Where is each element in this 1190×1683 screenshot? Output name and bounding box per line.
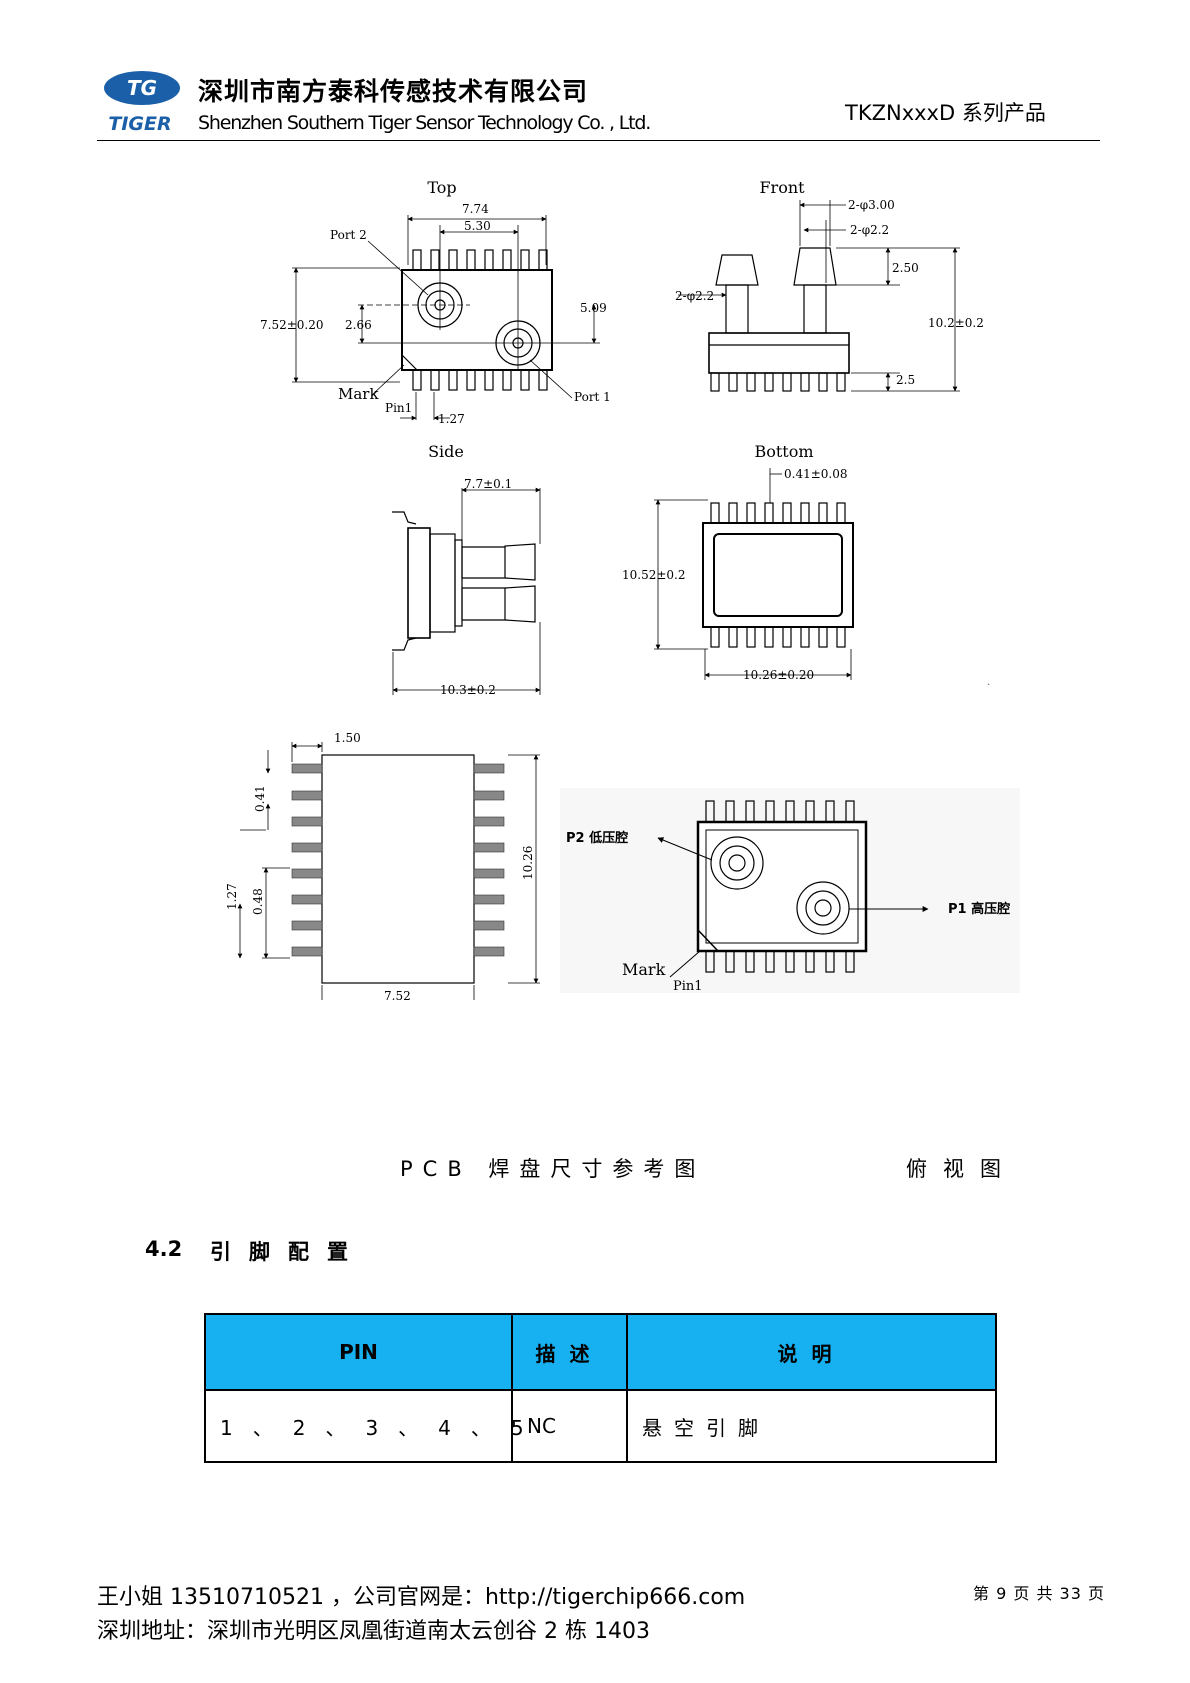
top-view-body xyxy=(401,269,553,371)
table-row: 1、2、3、4、5 NC 悬空引脚 xyxy=(204,1389,997,1463)
cell-name: NC xyxy=(511,1389,628,1463)
side-view-body xyxy=(407,527,431,639)
pcb-land-pattern: 1.50 0.41 1.27 0.48 10.26 7.52 xyxy=(225,731,540,1000)
company-name-en: Shenzhen Southern Tiger Sensor Technolog… xyxy=(198,112,651,134)
bottom-view-body xyxy=(702,522,854,628)
company-name-cn: 深圳市南方泰科传感技术有限公司 xyxy=(198,77,589,106)
bottom-view: Bottom 0.41±0.08 10.52±0.2 10.26±0.20 · xyxy=(622,442,990,691)
bottom-view-title: Bottom xyxy=(754,442,813,461)
pcb-dim-row-spacing: 7.52 xyxy=(384,989,411,1000)
front-dim-outer-dia: 2-φ3.00 xyxy=(848,198,895,212)
pin-configuration-table: PIN 描述 说明 1、2、3、4、5 NC 悬空引脚 xyxy=(204,1313,997,1463)
front-view-pins xyxy=(710,372,846,392)
front-view-body xyxy=(708,332,850,374)
barb-left xyxy=(715,254,759,286)
side-view-lead xyxy=(392,511,417,651)
topview-label-mark: Mark xyxy=(622,960,666,979)
front-dim-inner-dia: 2-φ2.2 xyxy=(850,223,889,237)
bottom-dim-width: 10.26±0.20 xyxy=(743,668,814,682)
top-view-pins xyxy=(412,249,548,391)
footer-contact: 王小姐 13510710521 ，公司官网是：http://tigerchip6… xyxy=(97,1585,746,1610)
side-barb-upper xyxy=(461,543,536,581)
front-dim-total-height: 10.2±0.2 xyxy=(928,316,984,330)
bottom-dim-pin-width: 0.41±0.08 xyxy=(784,467,848,481)
logo-text: TIGER xyxy=(108,113,171,135)
side-dim-length: 7.7±0.1 xyxy=(464,477,512,491)
top-dim-port-pitch-x: 5.30 xyxy=(464,219,491,233)
pcb-outline xyxy=(321,754,475,984)
logo-mark: TG xyxy=(127,76,157,100)
top-dim-port-offset: 2.66 xyxy=(345,318,372,332)
bottom-view-pins xyxy=(710,502,846,648)
topview-label-p2: P2 低压腔 xyxy=(566,830,628,846)
front-view: Front 2-φ3.00 2-φ2.2 2.5 xyxy=(675,178,984,392)
front-dim-body-height: 2.5 xyxy=(896,373,915,387)
pcb-dim-gap: 0.48 xyxy=(251,888,265,915)
topview-label-p1: P1 高压腔 xyxy=(948,901,1010,917)
barb-right xyxy=(793,247,837,286)
top-label-port1: Port 1 xyxy=(574,390,611,404)
top-dim-width: 7.74 xyxy=(462,202,489,216)
pcb-pads xyxy=(291,763,505,957)
top-dim-pin-pitch: 1.27 xyxy=(438,412,465,426)
caption-pcb-land-pattern: PCB 焊盘尺寸参考图 xyxy=(400,1157,706,1181)
side-barb-lower xyxy=(461,585,536,623)
logo-emblem xyxy=(104,71,180,105)
topview-port-p2 xyxy=(710,836,764,890)
front-dim-barb-dia: 2-φ2.2 xyxy=(675,289,714,303)
col-header-notes: 说明 xyxy=(626,1313,997,1391)
top-label-port2: Port 2 xyxy=(330,228,367,242)
top-dim-port-pitch-y: 5.09 xyxy=(580,301,607,315)
front-view-title: Front xyxy=(759,178,805,197)
page-number: 第 9 页 共 33 页 xyxy=(973,1584,1105,1603)
pcb-dim-pad-length: 1.50 xyxy=(334,731,361,745)
topview-label-pin1: Pin1 xyxy=(673,979,703,994)
front-dim-tip-height: 2.50 xyxy=(892,261,919,275)
header-divider xyxy=(97,140,1100,141)
top-view-title: Top xyxy=(427,178,456,197)
side-view: Side 7.7±0.1 10.3±0.2 xyxy=(392,442,541,697)
pcb-dim-pitch: 1.27 xyxy=(225,883,239,910)
topview-port-p1 xyxy=(796,881,850,935)
cell-desc: 悬空引脚 xyxy=(626,1389,997,1463)
cell-pin: 1、2、3、4、5 xyxy=(204,1389,524,1463)
section-number: 4.2 xyxy=(145,1237,183,1261)
side-view-title: Side xyxy=(428,442,464,461)
pcb-dim-pad-width: 0.41 xyxy=(253,785,267,812)
pcb-dim-span: 10.26 xyxy=(521,846,535,880)
company-logo: TG TIGER xyxy=(104,71,180,135)
top-dim-height: 7.52±0.20 xyxy=(260,318,324,332)
col-header-description: 描述 xyxy=(511,1313,628,1391)
package-drawings: Top xyxy=(225,178,1020,1000)
bottom-dim-height: 10.52±0.2 xyxy=(622,568,686,582)
top-label-pin1: Pin1 xyxy=(385,401,412,415)
svg-text:·: · xyxy=(987,680,990,691)
table-header-row: PIN 描述 说明 xyxy=(204,1313,997,1391)
top-view-ports: P2 低压腔 P1 高压腔 Mark Pin1 xyxy=(560,788,1020,994)
side-dim-total: 10.3±0.2 xyxy=(440,683,496,697)
product-series: TKZNxxxD 系列产品 xyxy=(845,101,1046,125)
section-title: 引脚配置 xyxy=(210,1240,366,1264)
top-label-mark: Mark xyxy=(338,385,379,403)
caption-top-view: 俯视图 xyxy=(906,1157,1017,1181)
top-view: Top xyxy=(260,178,611,426)
footer-address: 深圳地址：深圳市光明区凤凰街道南太云创谷 2 栋 1403 xyxy=(97,1619,650,1644)
col-header-pin: PIN xyxy=(204,1313,513,1391)
